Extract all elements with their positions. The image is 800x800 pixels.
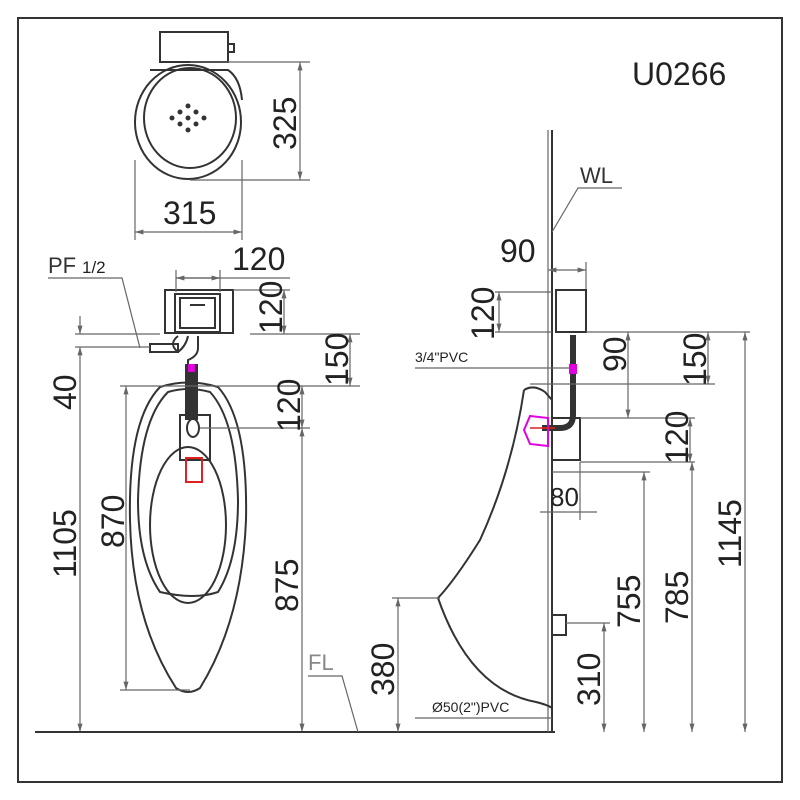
dim-box-height: 120: [253, 281, 289, 334]
dim-120-side: 120: [659, 411, 695, 464]
dim-120-box: 120: [465, 287, 501, 340]
dim-380: 380: [365, 643, 401, 696]
dim-870: 870: [95, 495, 131, 548]
dim-box-width: 120: [232, 241, 285, 277]
dim-1105: 1105: [47, 509, 83, 578]
side-view: WL 90 120 3/4"PVC 90 150 120 80 1145: [365, 130, 750, 732]
pipe-coupling: [188, 364, 195, 372]
dim-1145: 1145: [712, 499, 748, 568]
dim-90-spud: 90: [597, 336, 633, 372]
dim-785: 785: [659, 571, 695, 624]
drawing-frame: [17, 17, 783, 783]
dim-150-side: 150: [677, 333, 713, 386]
supply-sub: 1/2: [82, 258, 106, 277]
floor-label: FL: [308, 650, 334, 675]
dim-325: 325: [267, 97, 303, 150]
wall-label: WL: [580, 163, 613, 188]
dim-150: 150: [319, 333, 355, 386]
flush-pipe: [185, 364, 198, 420]
drain-holes-icon: [169, 103, 207, 133]
dim-90-depth: 90: [500, 233, 536, 269]
dim-875: 875: [269, 559, 305, 612]
dim-310: 310: [571, 653, 607, 706]
outlet-label: Ø50(2")PVC: [432, 699, 509, 715]
spud-icon: [522, 414, 549, 448]
top-view: 325 315: [134, 31, 310, 240]
dim-40: 40: [47, 374, 83, 410]
model-number: U0266: [632, 56, 726, 92]
supply-label: PF: [48, 253, 76, 278]
dim-80: 80: [550, 482, 579, 512]
pipe-label: 3/4"PVC: [415, 349, 468, 365]
flush-pipe-side: [542, 335, 576, 431]
dim-755: 755: [611, 575, 647, 628]
dim-315: 315: [163, 195, 216, 231]
front-view: PF 1/2 120 120 150 40 1105: [35, 241, 555, 733]
dim-120-spud: 120: [271, 379, 307, 432]
sensor-icon: [185, 457, 203, 483]
